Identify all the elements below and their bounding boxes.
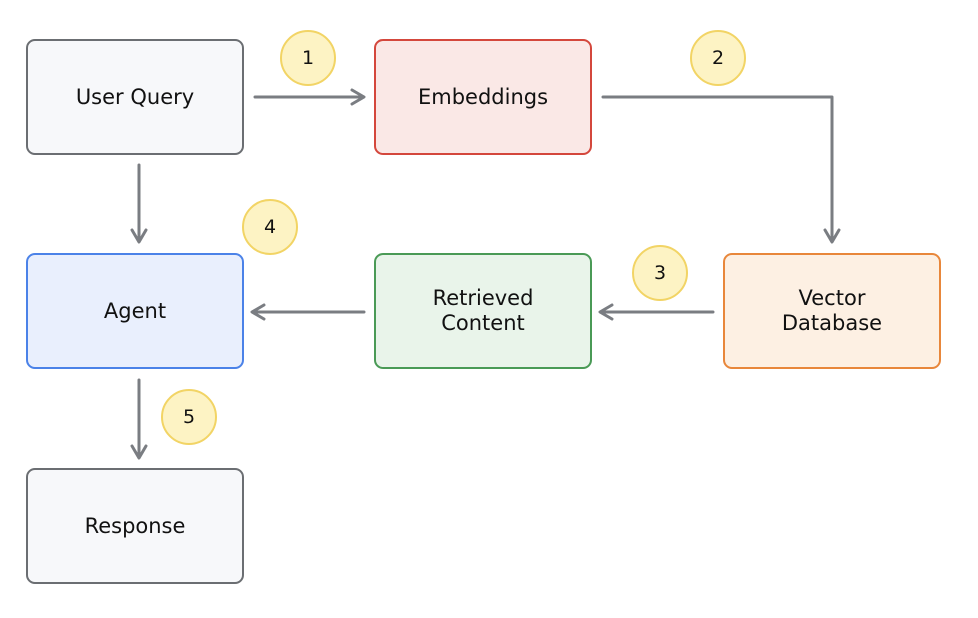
edge-retrieved-to-agent <box>250 303 366 321</box>
node-agent: Agent <box>26 253 244 369</box>
node-embeddings: Embeddings <box>374 39 592 155</box>
step-badge-5: 5 <box>161 389 217 445</box>
node-embeddings-label: Embeddings <box>417 84 549 109</box>
edge-user-to-embeddings <box>253 88 366 106</box>
node-retrieved-content-label: Retrieved Content <box>432 286 534 335</box>
node-vector-database-label: Vector Database <box>781 286 883 335</box>
step-badge-3: 3 <box>632 245 688 301</box>
node-retrieved-content: Retrieved Content <box>374 253 592 369</box>
edge-embeddings-to-vector <box>601 95 841 244</box>
step-badge-4: 4 <box>242 199 298 255</box>
edge-agent-to-response <box>130 378 148 460</box>
step-badge-2: 2 <box>690 30 746 86</box>
node-user-query-label: User Query <box>75 84 195 109</box>
edge-vector-to-retrieved <box>598 303 715 321</box>
step-badge-1: 1 <box>280 30 336 86</box>
node-response-label: Response <box>84 513 186 538</box>
node-vector-database: Vector Database <box>723 253 941 369</box>
node-user-query: User Query <box>26 39 244 155</box>
node-response: Response <box>26 468 244 584</box>
edge-user-to-agent <box>130 163 148 244</box>
node-agent-label: Agent <box>103 298 167 323</box>
